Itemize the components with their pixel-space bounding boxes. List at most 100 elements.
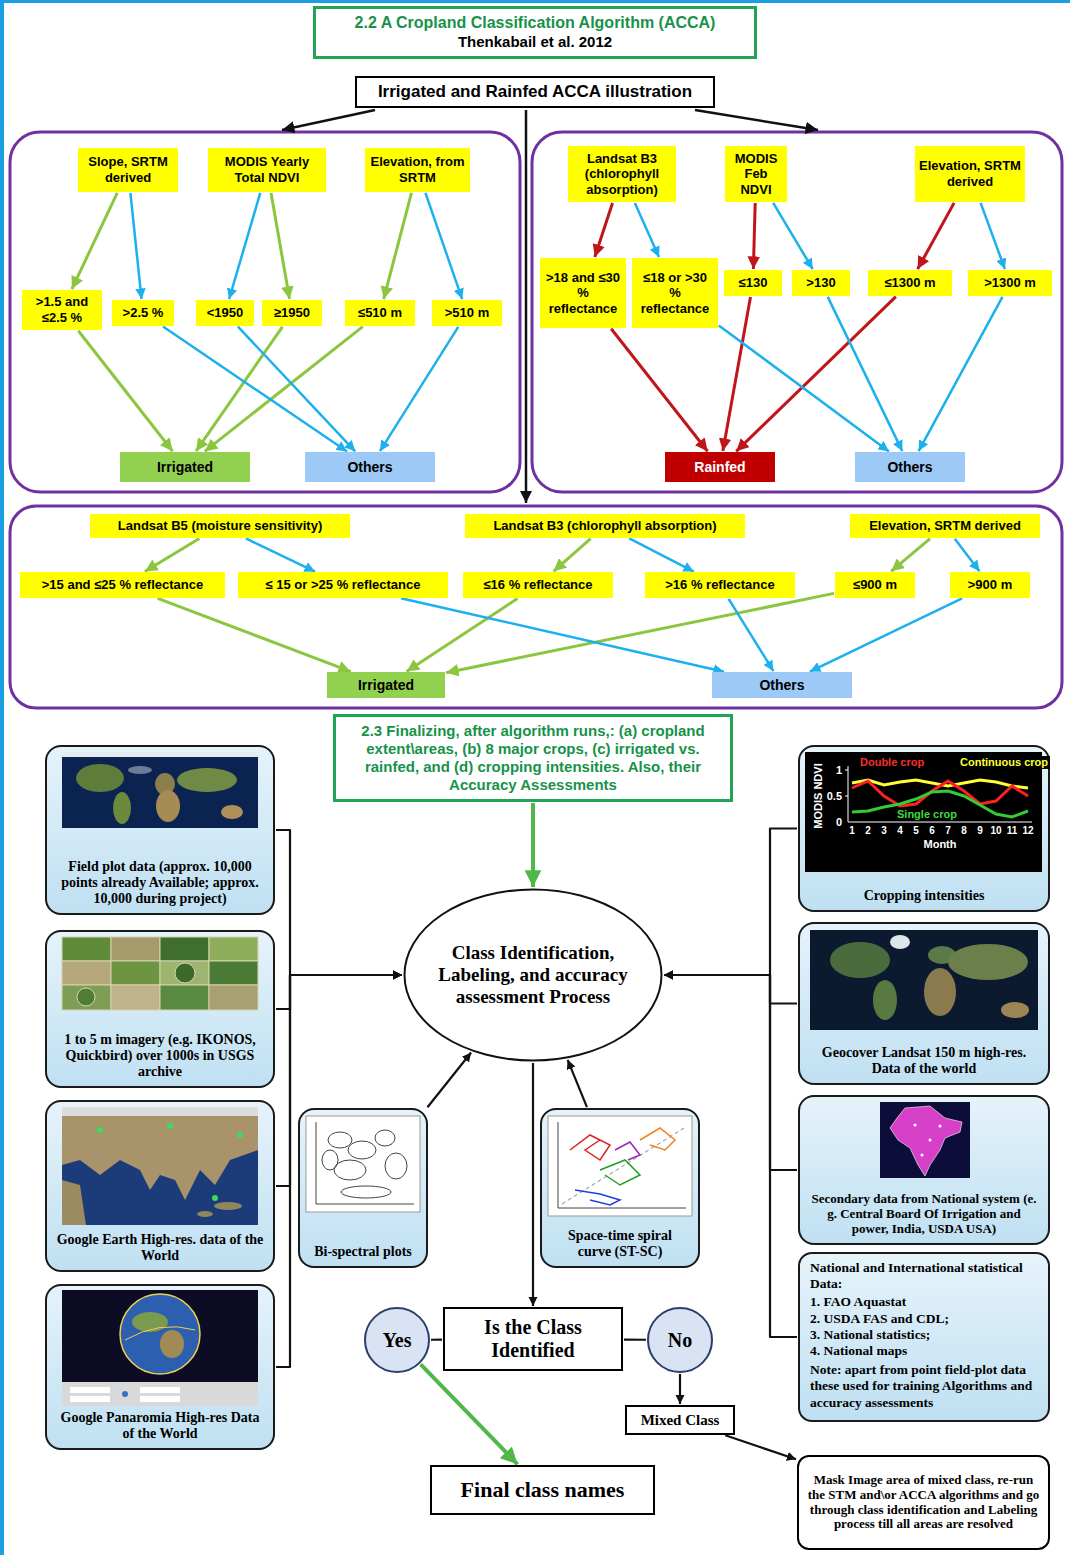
satellite-map-picture xyxy=(924,968,956,1016)
criterion-box: ≤510 m xyxy=(345,300,415,326)
text-holder: Mixed Class xyxy=(631,1412,729,1429)
globe-picture xyxy=(62,1290,258,1406)
node-text: Thenkabail et al. 2012 xyxy=(326,33,744,52)
ndvi-chart-picture xyxy=(848,822,1032,823)
branch-arrow xyxy=(282,110,818,503)
bi-spectral-plot-picture xyxy=(306,1116,420,1212)
text-holder: >130 xyxy=(796,275,846,291)
source-panel-fill xyxy=(45,1284,275,1450)
connector-arrow xyxy=(919,297,1003,451)
criterion-box: ≤16 % reflectance xyxy=(463,572,613,598)
text-holder: Irrigated xyxy=(124,459,246,475)
answer-circle: Yes xyxy=(364,1307,430,1373)
world-map-picture xyxy=(76,764,124,792)
node-text: 3. National statistics; xyxy=(810,1327,1038,1343)
farmland-picture xyxy=(111,937,160,961)
text-holder: Google Earth High-res. data of the World xyxy=(55,1232,265,1264)
text-holder: ≤130 xyxy=(728,275,778,291)
connector-arrow xyxy=(828,297,903,451)
ndvi-chart-picture xyxy=(845,770,848,771)
ndvi-chart-picture xyxy=(848,766,849,822)
text-holder: >900 m xyxy=(954,577,1026,593)
node-text: Irrigated xyxy=(124,459,246,475)
criterion-box: Elevation, SRTM derived xyxy=(915,146,1025,202)
connector-arrow xyxy=(271,193,290,299)
text-holder: Landsat B5 (moisture sensitivity) xyxy=(94,518,346,534)
node-text: <1950 xyxy=(200,305,250,321)
criterion-box: >510 m xyxy=(432,300,502,326)
source-panel: Bi-spectral plots xyxy=(298,1108,428,1268)
source-panel: 1 to 5 m imagery (e.g. IKONOS, Quickbird… xyxy=(45,930,275,1088)
connector-arrow xyxy=(679,1374,681,1404)
criterion-box: Elevation, SRTM derived xyxy=(850,514,1040,538)
farmland-picture xyxy=(209,961,258,985)
text-holder: >510 m xyxy=(436,305,498,321)
node-text: Final class names xyxy=(438,1477,647,1503)
text-holder: Final class names xyxy=(438,1477,647,1503)
chart-label: 5 xyxy=(911,825,921,837)
globe-picture xyxy=(125,1327,195,1340)
node-text: >510 m xyxy=(436,305,498,321)
text-holder: <1950 xyxy=(200,305,250,321)
connector-arrow xyxy=(421,1364,518,1464)
text-holder: 1 to 5 m imagery (e.g. IKONOS, Quickbird… xyxy=(55,1032,265,1080)
text-holder: No xyxy=(649,1329,711,1352)
ndvi-chart-picture xyxy=(845,796,848,797)
india-map-picture xyxy=(890,1106,962,1176)
text-holder: Slope, SRTM derived xyxy=(82,154,174,185)
text-holder: ≤ 15 or >25 % reflectance xyxy=(242,577,444,593)
satellite-map-picture xyxy=(873,980,897,1020)
connector-arrow xyxy=(401,598,724,672)
panel-outline xyxy=(532,132,1062,492)
source-panel: Field plot data (approx. 10,000 points a… xyxy=(45,745,275,915)
spiral-curve-picture xyxy=(548,1116,692,1216)
criterion-box: ≤1300 m xyxy=(868,270,952,296)
satellite-map-picture xyxy=(948,944,1028,980)
globe-picture xyxy=(62,1382,258,1406)
spiral-curve-picture xyxy=(570,1135,610,1160)
connector-arrow xyxy=(891,539,930,572)
chart-label: 8 xyxy=(959,825,969,837)
node-text: Bi-spectral plots xyxy=(308,1244,418,1260)
connector-arrow xyxy=(664,975,797,1337)
text-holder: Is the Class Identified xyxy=(453,1316,613,1362)
text-holder: Elevation, SRTM derived xyxy=(919,158,1021,189)
connector-arrow xyxy=(427,1053,471,1108)
node-text: Secondary data from National system (e. … xyxy=(808,1192,1040,1237)
node-text: MODIS Feb NDVI xyxy=(729,151,783,198)
source-panel: Space-time spiral curve (ST-SC) xyxy=(540,1108,700,1268)
farmland-picture xyxy=(62,961,111,985)
criterion-box: >900 m xyxy=(950,572,1030,598)
text-holder: Others xyxy=(859,459,961,475)
spiral-curve-picture xyxy=(600,1160,640,1185)
branch-arrow xyxy=(282,110,375,130)
node-text: >2.5 % xyxy=(116,305,170,321)
connector-arrow xyxy=(380,327,458,451)
others-class-box: Others xyxy=(855,452,965,482)
text-holder: >16 % reflectance xyxy=(649,577,791,593)
world-map-picture xyxy=(221,805,243,819)
source-panel: Secondary data from National system (e. … xyxy=(798,1095,1050,1245)
node-text: Irrigated xyxy=(331,677,441,693)
page-frame xyxy=(0,0,1070,3)
source-panel-fill xyxy=(798,745,1050,912)
result-box: Final class names xyxy=(430,1465,655,1515)
ndvi-chart-picture xyxy=(852,781,1028,806)
bi-spectral-plot-picture xyxy=(306,1116,420,1212)
spiral-curve-picture xyxy=(558,1122,559,1208)
spiral-curve-picture xyxy=(615,1142,640,1160)
text-holder: ≤16 % reflectance xyxy=(467,577,609,593)
node-text: Irrigated and Rainfed ACCA illustration xyxy=(365,82,705,102)
text-holder: Field plot data (approx. 10,000 points a… xyxy=(55,859,265,907)
statistics-panel: National and International statistical D… xyxy=(798,1252,1050,1422)
connector-arrow xyxy=(276,975,402,1009)
chart-label: 4 xyxy=(895,825,905,837)
criterion-box: >130 xyxy=(792,270,850,296)
connector-arrow xyxy=(611,329,707,451)
source-panel: Google Panaromia High-res Data of the Wo… xyxy=(45,1284,275,1450)
chart-label: 2 xyxy=(863,825,873,837)
connector-arrow xyxy=(664,975,797,1004)
node-text: ≤16 % reflectance xyxy=(467,577,609,593)
connector-arrow xyxy=(276,830,402,975)
spiral-curve-picture xyxy=(575,1190,620,1205)
